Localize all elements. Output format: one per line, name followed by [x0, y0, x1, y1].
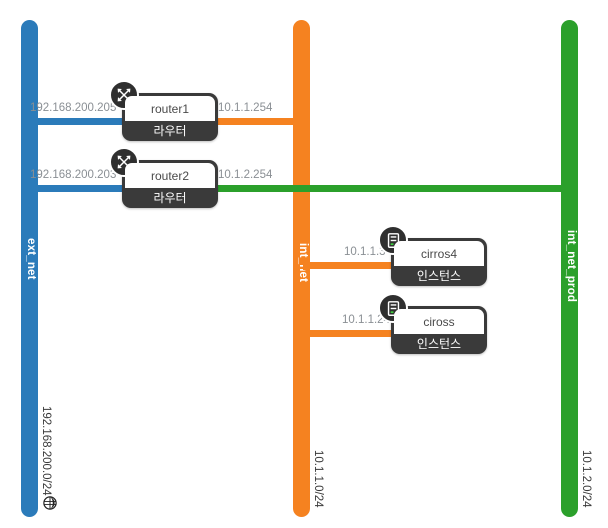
node-router1-type: 라우터: [153, 124, 187, 138]
node-ciross-type: 인스턴스: [416, 337, 462, 351]
link-int_net-ciross[interactable]: [303, 330, 401, 337]
link-ext_net-router2[interactable]: [28, 185, 128, 192]
globe-icon: [43, 496, 57, 510]
node-ciross-name: ciross: [423, 314, 455, 329]
node-router1-header: router1: [125, 96, 215, 121]
node-cirros4-name: cirros4: [420, 246, 457, 261]
link-ext_net-router1[interactable]: [28, 118, 128, 125]
network-cidr-int_net: 10.1.1.0/24: [312, 450, 324, 508]
link-label-router2-int_net_prod: 10.1.2.254: [218, 169, 273, 181]
node-cirros4-header: cirros4: [394, 241, 484, 266]
node-router2-name: router2: [150, 168, 190, 183]
instance-glyph: [387, 232, 399, 248]
node-router2-header: router2: [125, 163, 215, 188]
instance-glyph: [387, 300, 399, 316]
node-ciross[interactable]: ciross 인스턴스: [378, 293, 487, 354]
node-router2[interactable]: router2 라우터: [109, 147, 218, 208]
link-label-ext_net-router2: 192.168.200.203: [30, 169, 117, 181]
link-label-router1-int_net: 10.1.1.254: [218, 102, 273, 114]
node-router1[interactable]: router1 라우터: [109, 80, 218, 141]
link-label-ext_net-router1: 192.168.200.205: [30, 102, 117, 114]
network-bar-ext_net[interactable]: [21, 20, 38, 517]
node-router1-name: router1: [150, 101, 190, 116]
node-router2-type: 라우터: [153, 191, 187, 205]
network-bar-int_net_prod[interactable]: [561, 20, 578, 517]
network-cidr-int_net_prod: 10.1.2.0/24: [580, 450, 592, 508]
network-cidr-ext_net: 192.168.200.0/24: [40, 406, 52, 496]
link-router2-int_net_prod[interactable]: [208, 185, 570, 192]
link-int_net-cirros4[interactable]: [303, 262, 401, 269]
node-ciross-header: ciross: [394, 309, 484, 334]
router-glyph: [117, 155, 131, 169]
node-cirros4[interactable]: cirros4 인스턴스: [378, 225, 487, 286]
instance-icon: [378, 293, 408, 323]
link-router1-int_net[interactable]: [208, 118, 302, 125]
network-bar-int_net[interactable]: [293, 20, 310, 517]
node-cirros4-type: 인스턴스: [416, 269, 462, 283]
